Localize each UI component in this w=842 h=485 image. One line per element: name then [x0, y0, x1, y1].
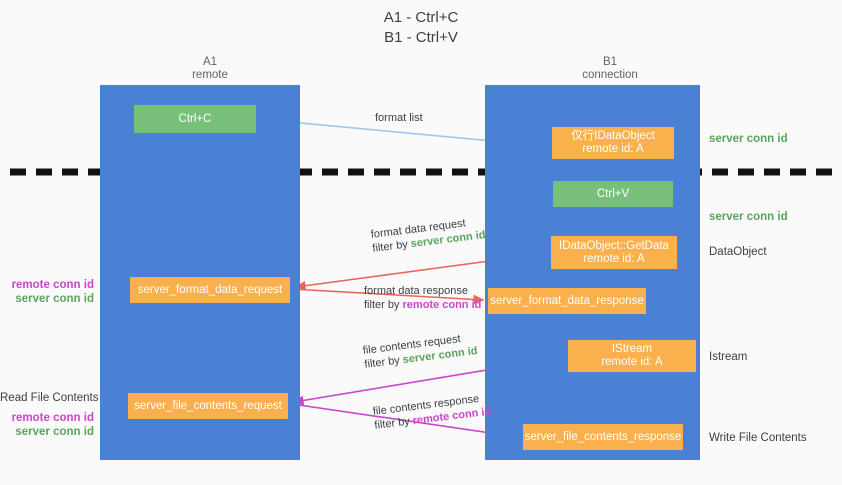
filter-value-remote-conn-id: remote conn id: [402, 299, 482, 311]
page-title: A1 - Ctrl+C B1 - Ctrl+V: [383, 9, 459, 46]
lane-header-a1: A1 remote: [120, 56, 300, 82]
lane-header-b1: B1 connection: [520, 56, 700, 82]
lane-a1-subtitle: remote: [192, 69, 228, 81]
node-idataobject-line1: 仅行IDataObject: [571, 130, 655, 142]
node-ctrl-c-line1: Ctrl+C: [178, 112, 212, 125]
lane-b1-subtitle: connection: [582, 69, 638, 81]
edge-label-format-data-response: format data response filter by remote co…: [364, 284, 481, 312]
node-ctrl-v[interactable]: Ctrl+V: [553, 181, 673, 207]
note-read-file-contents: Read File Contents: [0, 392, 99, 404]
node-istream-line1: IStream: [611, 343, 653, 355]
note-conn-ids-top: remote conn id server conn id: [0, 278, 94, 306]
node-server-format-data-request-label: server_format_data_request: [137, 283, 283, 296]
note-dataobject: DataObject: [709, 246, 767, 258]
arrow-format-data-response: [291, 288, 485, 305]
node-getdata-line1: IDataObject::GetData: [559, 239, 669, 252]
node-ctrl-v-line1: Ctrl+V: [596, 187, 630, 200]
note-istream: Istream: [709, 351, 748, 363]
lane-b1-title: B1: [602, 56, 618, 68]
node-istream[interactable]: IStream remote id: A: [568, 340, 696, 372]
node-server-file-contents-request-label: server_file_contents_request: [134, 399, 282, 412]
node-ctrl-c[interactable]: Ctrl+C: [134, 105, 256, 133]
note-remote-conn-id-top: remote conn id: [11, 279, 94, 291]
note-server-conn-id-second: server conn id: [709, 211, 788, 223]
note-conn-ids-bottom: remote conn id server conn id: [0, 411, 94, 439]
note-server-conn-id-top: server conn id: [709, 133, 788, 145]
note-write-file-contents: Write File Contents: [709, 432, 807, 444]
node-server-file-contents-response-label: server_file_contents_response: [524, 430, 682, 443]
node-server-format-data-response[interactable]: server_format_data_response: [488, 288, 646, 314]
edge-label-format-data-response-filter: filter by remote conn id: [364, 298, 481, 312]
node-idataobject-getdata[interactable]: IDataObject::GetData remote id: A: [551, 236, 677, 269]
edge-label-format-list: format list: [375, 112, 423, 124]
node-istream-line2: remote id: A: [601, 356, 663, 368]
node-server-format-data-request[interactable]: server_format_data_request: [130, 277, 290, 303]
node-server-format-data-response-label: server_format_data_response: [490, 294, 644, 307]
note-server-conn-id-left-top: server conn id: [15, 293, 94, 305]
lane-a1-title: A1: [202, 56, 218, 68]
note-remote-conn-id-bottom: remote conn id: [11, 412, 94, 424]
note-server-conn-id-left-bottom: server conn id: [15, 426, 94, 438]
node-idataobject[interactable]: 仅行IDataObject remote id: A: [552, 127, 674, 159]
filter-prefix: filter by: [364, 299, 403, 311]
arrow-file-contents-response: [291, 403, 520, 441]
node-server-file-contents-request[interactable]: server_file_contents_request: [128, 393, 288, 419]
node-idataobject-line2: remote id: A: [582, 143, 644, 155]
edge-label-format-data-response-title: format data response: [364, 285, 468, 297]
node-getdata-line2: remote id: A: [583, 252, 645, 265]
node-server-file-contents-response[interactable]: server_file_contents_response: [523, 424, 683, 450]
